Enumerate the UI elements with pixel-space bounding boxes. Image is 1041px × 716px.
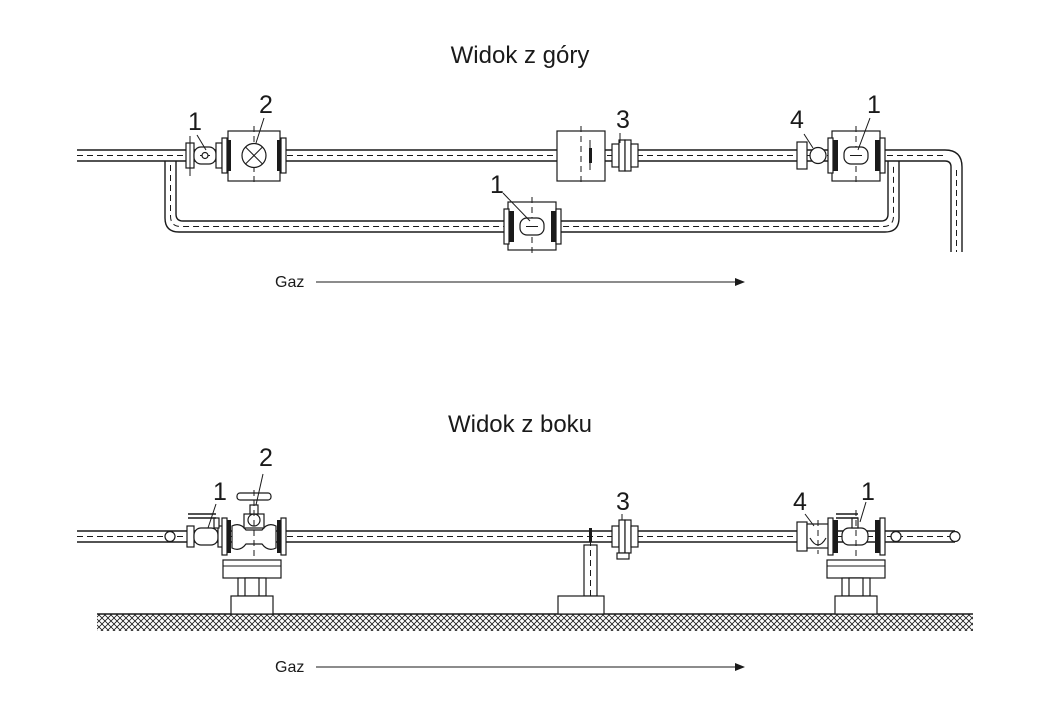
label-top-valve-right: 1 xyxy=(867,91,881,119)
label-top-item-2: 2 xyxy=(259,91,273,119)
side-gas-filter xyxy=(796,520,830,554)
label-side-item-3: 3 xyxy=(616,488,630,516)
top-ball-valve-left xyxy=(185,136,223,176)
side-labels: 1 2 3 4 1 xyxy=(207,444,875,529)
top-ball-valve-bypass xyxy=(503,197,562,255)
side-ball-valve-left xyxy=(186,513,224,548)
top-pressure-regulator xyxy=(221,126,287,186)
side-flow-label: Gaz xyxy=(275,659,304,676)
ground xyxy=(97,613,973,631)
top-flow-label: Gaz xyxy=(275,274,304,291)
label-side-valve-right: 1 xyxy=(861,478,875,506)
label-top-valve-bypass: 1 xyxy=(490,171,504,199)
top-labels: 1 2 3 4 1 1 xyxy=(188,91,881,222)
top-ball-valve-right xyxy=(827,126,886,186)
label-side-item-2: 2 xyxy=(259,444,273,472)
top-support-and-flange xyxy=(556,126,639,186)
label-top-item-4: 4 xyxy=(790,106,804,134)
top-view-title: Widok z góry xyxy=(451,42,590,69)
label-top-item-3: 3 xyxy=(616,106,630,134)
label-side-valve-left: 1 xyxy=(213,478,227,506)
side-support-and-flange xyxy=(557,519,639,615)
side-ball-valve-right xyxy=(826,510,886,615)
label-side-item-4: 4 xyxy=(793,488,807,516)
side-pressure-regulator xyxy=(221,490,287,615)
label-top-valve-left: 1 xyxy=(188,108,202,136)
top-gas-filter xyxy=(796,141,827,170)
side-view-title: Widok z boku xyxy=(448,411,592,438)
